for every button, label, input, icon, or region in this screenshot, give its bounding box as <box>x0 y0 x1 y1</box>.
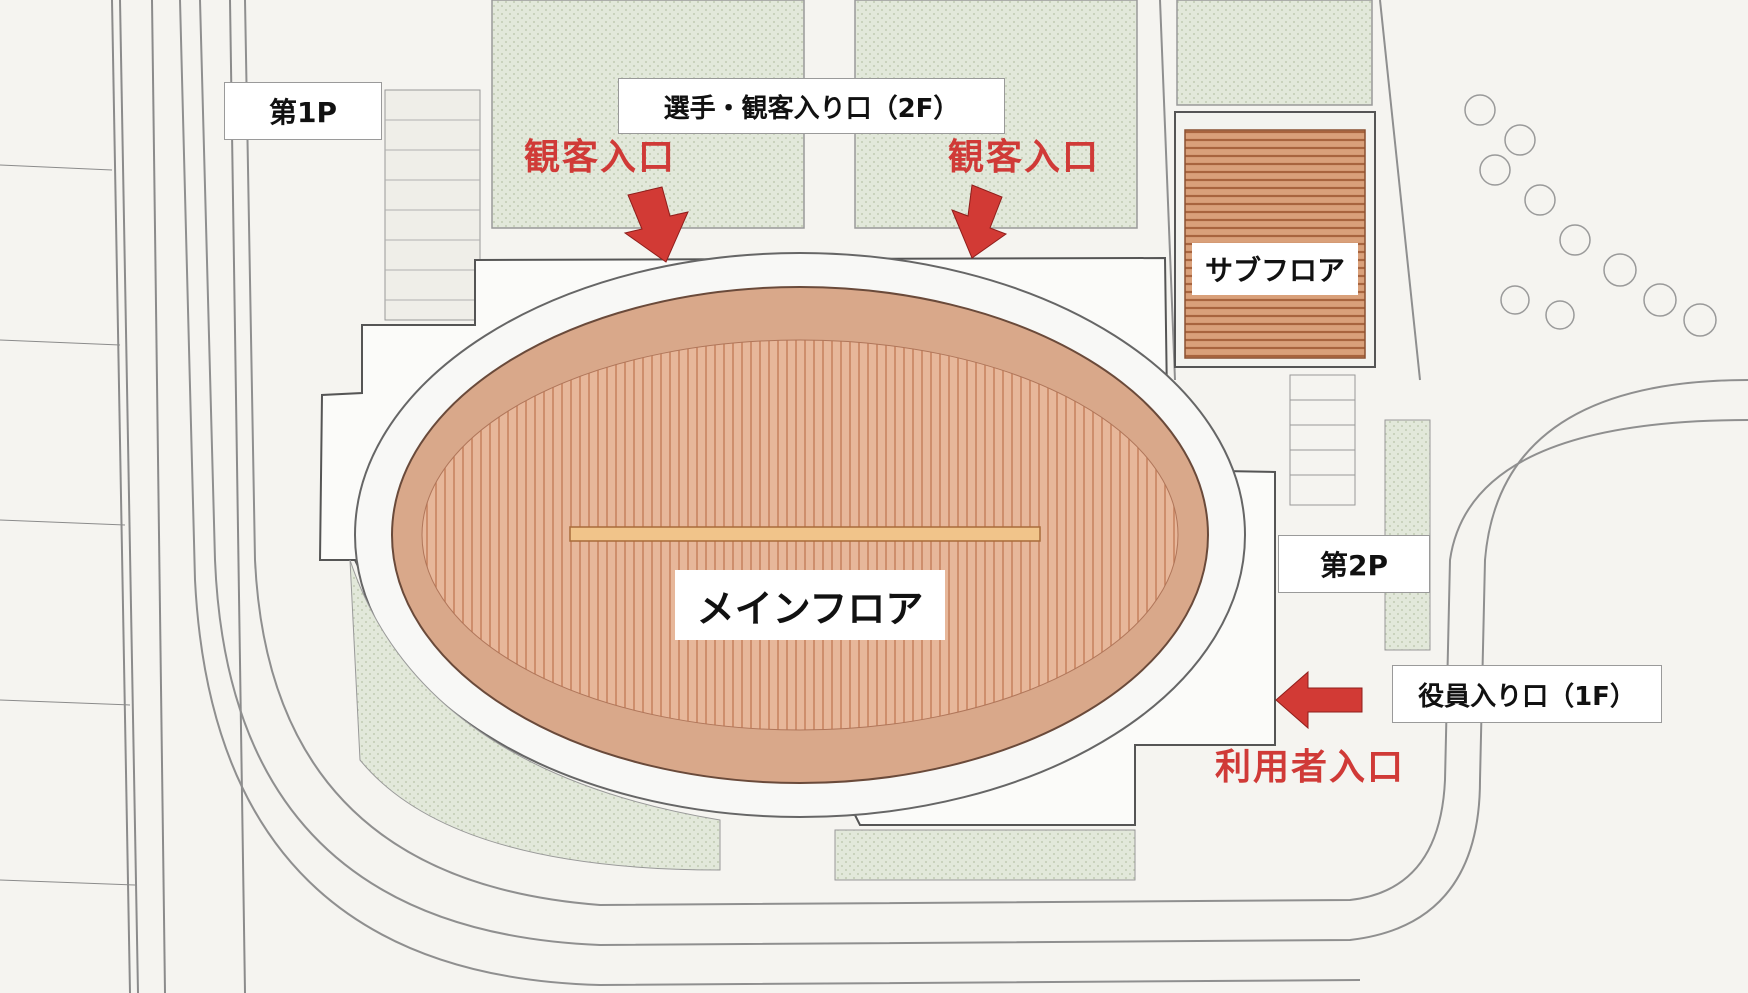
user-entrance-label: 利用者入口 <box>1215 747 1406 788</box>
ring-road <box>179 0 1748 987</box>
center-court-line <box>569 526 1041 542</box>
field-top-right <box>1176 0 1373 106</box>
arrow-spectator-right <box>951 184 1008 259</box>
sub-floor-label: サブフロア <box>1192 243 1358 295</box>
arrow-spectator-left <box>623 186 689 263</box>
parking-lot-1 <box>384 89 481 321</box>
officials-entrance-label: 役員入り口（1F） <box>1392 665 1662 723</box>
south-landscape <box>349 559 721 871</box>
arrow-user-entrance <box>1275 670 1363 730</box>
main-floor-label: メインフロア <box>675 570 945 640</box>
parking-1-label: 第1P <box>224 82 382 140</box>
spectator-entrance-right-label: 観客入口 <box>948 137 1101 178</box>
spectator-entrance-left-label: 観客入口 <box>524 137 677 178</box>
players-spectators-entrance-label: 選手・観客入り口（2F） <box>618 78 1005 134</box>
parking-2-label: 第2P <box>1278 535 1430 593</box>
trees-east <box>1464 94 1717 337</box>
west-road <box>0 0 246 993</box>
south-green-strip <box>834 829 1136 881</box>
